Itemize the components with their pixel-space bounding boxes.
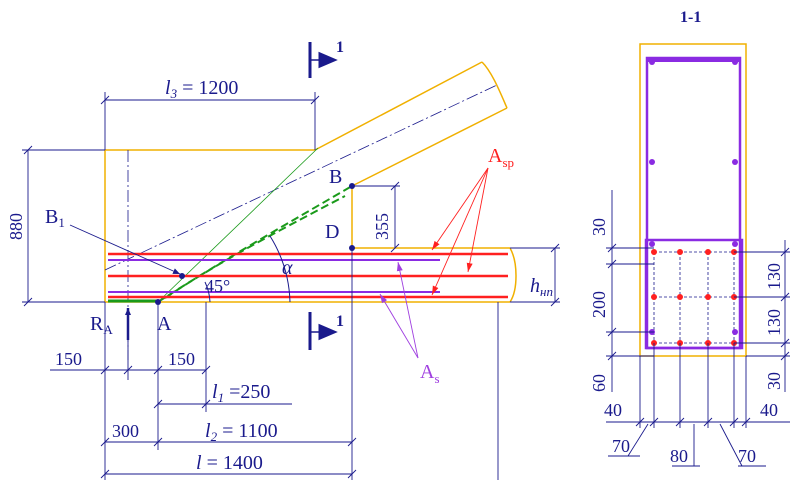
section-dimension-lines [606, 190, 790, 467]
corbel-outline [104, 61, 517, 303]
dim-l3: l3 = 1200 [165, 77, 238, 101]
dimension-lines [22, 92, 560, 480]
label-RA: RA [90, 313, 113, 337]
label-Asp: Asp [488, 145, 514, 170]
sec-dim-130-a: 130 [764, 263, 784, 290]
dim-355: 355 [372, 213, 392, 240]
label-B1: B1 [45, 206, 65, 230]
label-As: As [420, 361, 440, 386]
dim-300: 300 [112, 421, 139, 441]
label-angle-45: 45° [205, 276, 230, 296]
section-cut-top [308, 42, 338, 78]
sec-dim-130-b: 130 [764, 309, 784, 336]
sec-dim-30-bot: 30 [764, 372, 784, 390]
dim-l: l = 1400 [196, 452, 263, 474]
section-title: 1-1 [680, 9, 701, 26]
section-bars [649, 59, 738, 346]
sec-dim-70-right: 70 [738, 446, 756, 466]
section-outline [639, 43, 747, 357]
label-alpha: α [282, 257, 293, 279]
section-cut-bottom [308, 312, 338, 350]
angle-arcs [204, 235, 291, 303]
dim-l2: l2 = 1100 [205, 420, 278, 444]
dim-l1: l1 =250 [212, 381, 270, 405]
sec-dim-80: 80 [670, 446, 688, 466]
dim-150-left: 150 [55, 349, 82, 369]
leader-lines [69, 167, 489, 359]
rebars [108, 252, 508, 303]
label-hnn: hнп [530, 275, 553, 299]
label-D: D [325, 221, 339, 243]
dim-150-right: 150 [168, 349, 195, 369]
sec-dim-40-left: 40 [604, 400, 622, 420]
crack-lines-dashed [157, 185, 353, 303]
sec-dim-40-right: 40 [760, 400, 778, 420]
dim-880: 880 [6, 213, 26, 240]
sec-dim-200: 200 [589, 291, 609, 318]
label-A: A [157, 313, 172, 335]
section-mark-bottom: 1 [336, 313, 344, 330]
sec-dim-30-top: 30 [589, 218, 609, 236]
section-grid [653, 251, 735, 344]
label-B: B [329, 166, 342, 188]
section-mark-top: 1 [336, 39, 344, 56]
sec-dim-60: 60 [589, 374, 609, 392]
sec-dim-70-left: 70 [612, 436, 630, 456]
